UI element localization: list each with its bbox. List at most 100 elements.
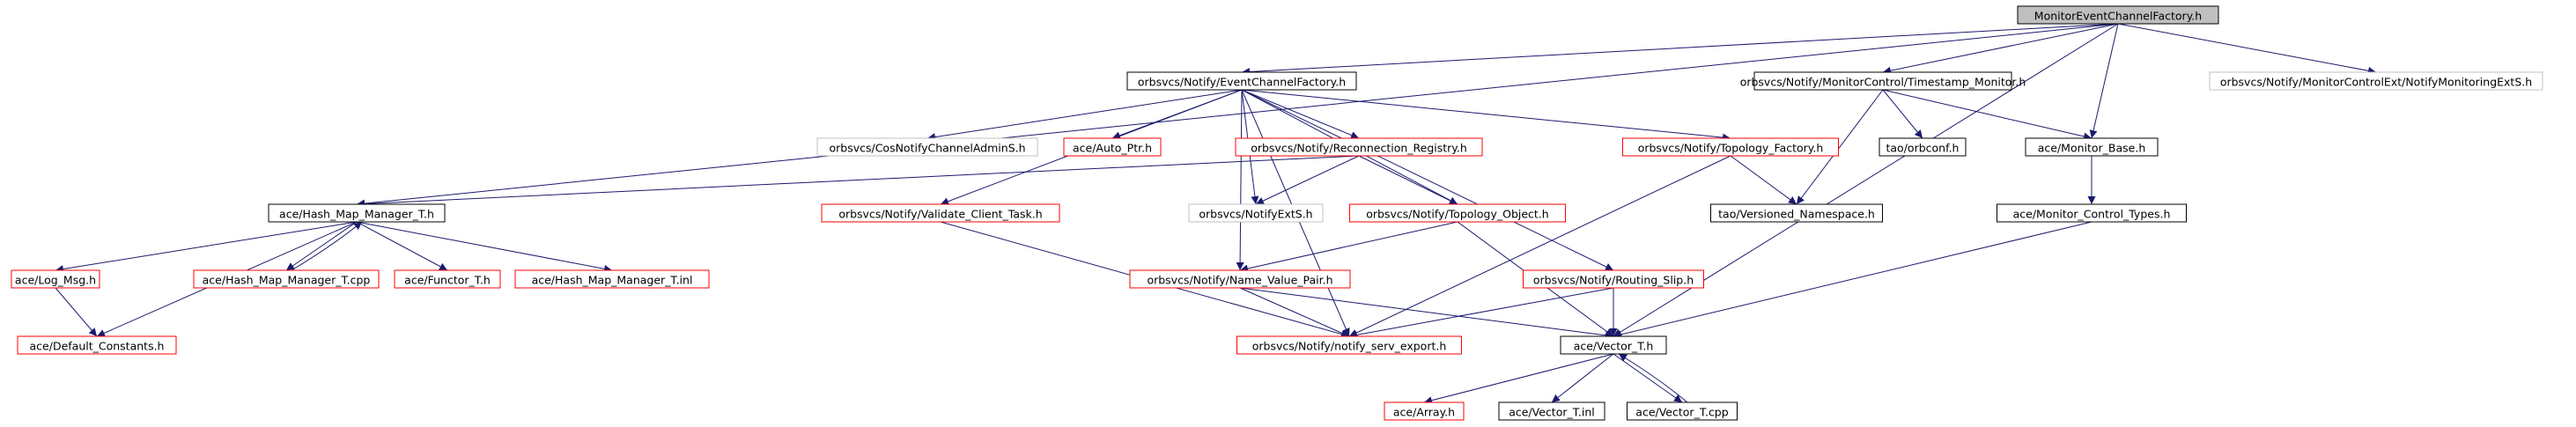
edge-root-to-extS	[2117, 23, 2377, 75]
node-cosadmin: orbsvcs/CosNotifyChannelAdminS.h	[816, 137, 1038, 157]
node-label-topoobj: orbsvcs/Notify/Topology_Object.h	[1366, 208, 1548, 221]
edge-topofac-to-servexp	[1348, 155, 1731, 337]
edge-root-to-ts	[1882, 23, 2119, 75]
node-label-array: ace/Array.h	[1393, 406, 1455, 419]
node-label-vecinl: ace/Vector_T.inl	[1509, 406, 1595, 419]
edge-hmmcpp-to-hmm	[291, 221, 363, 271]
edge-root-to-vec	[1613, 23, 2119, 337]
edge-vec-to-array	[1423, 353, 1614, 405]
edge-ecf-to-cosadmin	[926, 89, 1243, 142]
edge-root-to-ecf	[1241, 23, 2119, 76]
node-vecinl[interactable]: ace/Vector_T.inl	[1498, 401, 1605, 421]
node-ts[interactable]: orbsvcs/Notify/MonitorControl/Timestamp_…	[1740, 71, 2026, 91]
edge-ecf-to-rslip	[1241, 89, 1614, 271]
edge-logmsg-to-defconst	[55, 287, 98, 337]
node-label-topofac: orbsvcs/Notify/Topology_Factory.h	[1638, 142, 1824, 155]
node-ecf[interactable]: orbsvcs/Notify/EventChannelFactory.h	[1126, 71, 1357, 91]
node-box-vec	[1560, 335, 1667, 355]
node-label-veccpp: ace/Vector_T.cpp	[1635, 406, 1728, 419]
node-logmsg[interactable]: ace/Log_Msg.h	[11, 269, 100, 289]
edge-ecf-to-reconn	[1241, 89, 1360, 139]
node-root[interactable]: MonitorEventChannelFactory.h	[2017, 5, 2219, 25]
edge-ts-to-verns	[1796, 89, 1884, 205]
node-label-hmmcpp: ace/Hash_Map_Manager_T.cpp	[203, 274, 371, 287]
node-verns[interactable]: tao/Versioned_Namespace.h	[1710, 203, 1883, 223]
node-label-nvp: orbsvcs/Notify/Name_Value_Pair.h	[1147, 274, 1332, 287]
node-defconst[interactable]: ace/Default_Constants.h	[17, 335, 177, 355]
edge-ecf-to-nvp	[1236, 89, 1244, 271]
edge-nvp-to-vec	[1239, 287, 1614, 340]
node-box-vecinl	[1498, 401, 1605, 421]
node-box-extS	[2209, 71, 2543, 91]
node-extS: orbsvcs/Notify/MonitorControlExt/NotifyM…	[2209, 71, 2543, 91]
node-label-vec: ace/Vector_T.h	[1574, 340, 1654, 353]
edge-rslip-to-servexp	[1348, 287, 1614, 339]
node-array[interactable]: ace/Array.h	[1384, 401, 1465, 421]
node-box-topofac	[1622, 137, 1839, 157]
node-box-rslip	[1523, 269, 1704, 289]
node-topofac[interactable]: orbsvcs/Notify/Topology_Factory.h	[1622, 137, 1839, 157]
node-box-hmmcpp	[193, 269, 380, 289]
node-label-orbconf: tao/orbconf.h	[1886, 142, 1960, 155]
edge-topoobj-to-nvp	[1239, 221, 1458, 273]
edge-reconn-to-topoobj	[1358, 155, 1458, 205]
node-box-nvp	[1129, 269, 1351, 289]
node-box-reconn	[1235, 137, 1483, 157]
node-servexp[interactable]: orbsvcs/Notify/notify_serv_export.h	[1236, 335, 1462, 355]
node-label-defconst: ace/Default_Constants.h	[30, 340, 165, 353]
node-nvp[interactable]: orbsvcs/Notify/Name_Value_Pair.h	[1129, 269, 1351, 289]
node-mct[interactable]: ace/Monitor_Control_Types.h	[1997, 203, 2187, 223]
node-rslip[interactable]: orbsvcs/Notify/Routing_Slip.h	[1523, 269, 1704, 289]
node-label-vct: orbsvcs/Notify/Validate_Client_Task.h	[838, 208, 1042, 221]
node-box-vct	[821, 203, 1060, 223]
edge-topofac-to-verns	[1730, 155, 1797, 205]
node-label-extS2: orbsvcs/NotifyExtS.h	[1199, 208, 1312, 221]
node-reconn[interactable]: orbsvcs/Notify/Reconnection_Registry.h	[1235, 137, 1483, 157]
node-box-orbconf	[1878, 137, 1967, 157]
edge-mct-to-vec	[1613, 221, 2093, 339]
edge-ts-to-orbconf	[1882, 89, 1923, 139]
node-box-ecf	[1126, 71, 1357, 91]
node-label-hmm: ace/Hash_Map_Manager_T.h	[279, 208, 434, 221]
node-hmm[interactable]: ace/Hash_Map_Manager_T.h	[268, 203, 446, 223]
node-veccpp[interactable]: ace/Vector_T.cpp	[1627, 401, 1738, 421]
edge-root-to-hmm	[356, 23, 2119, 208]
node-functor[interactable]: ace/Functor_T.h	[394, 269, 501, 289]
node-autoptr[interactable]: ace/Auto_Ptr.h	[1063, 137, 1162, 157]
node-box-verns	[1710, 203, 1883, 223]
node-label-reconn: orbsvcs/Notify/Reconnection_Registry.h	[1251, 142, 1467, 155]
edge-ts-to-monbase	[1882, 89, 2093, 141]
edge-hmm-to-hmmcpp	[285, 221, 358, 271]
edge-hmm-to-functor	[356, 221, 448, 271]
edge-reconn-to-hmm	[356, 155, 1360, 209]
node-monbase[interactable]: ace/Monitor_Base.h	[2025, 137, 2159, 157]
node-label-ts: orbsvcs/Notify/MonitorControl/Timestamp_…	[1740, 76, 2026, 89]
edge-hmm-to-logmsg	[55, 221, 358, 274]
node-label-rslip: orbsvcs/Notify/Routing_Slip.h	[1533, 274, 1694, 287]
node-box-functor	[394, 269, 501, 289]
node-box-hmm	[268, 203, 446, 223]
node-extS2: orbsvcs/NotifyExtS.h	[1188, 203, 1324, 223]
node-hmmcpp[interactable]: ace/Hash_Map_Manager_T.cpp	[193, 269, 380, 289]
node-box-hmminl	[514, 269, 710, 289]
node-box-mct	[1997, 203, 2187, 223]
edge-veccpp-to-vec	[1618, 353, 1688, 403]
node-label-servexp: orbsvcs/Notify/notify_serv_export.h	[1252, 340, 1447, 353]
node-vec[interactable]: ace/Vector_T.h	[1560, 335, 1667, 355]
node-label-hmminl: ace/Hash_Map_Manager_T.inl	[532, 274, 693, 287]
node-box-root	[2017, 5, 2219, 25]
node-box-logmsg	[11, 269, 100, 289]
node-box-ts	[1753, 71, 2012, 91]
node-label-cosadmin: orbsvcs/CosNotifyChannelAdminS.h	[829, 142, 1025, 155]
edge-nvp-to-servexp	[1239, 287, 1350, 337]
node-topoobj[interactable]: orbsvcs/Notify/Topology_Object.h	[1349, 203, 1566, 223]
node-box-monbase	[2025, 137, 2159, 157]
node-label-logmsg: ace/Log_Msg.h	[15, 274, 96, 287]
edge-hmm-to-hmminl	[356, 221, 613, 273]
node-hmminl[interactable]: ace/Hash_Map_Manager_T.inl	[514, 269, 710, 289]
node-label-monbase: ace/Monitor_Base.h	[2038, 142, 2146, 155]
edge-ecf-to-topofac	[1241, 89, 1731, 142]
edge-root-to-monbase	[2089, 23, 2119, 139]
node-orbconf[interactable]: tao/orbconf.h	[1878, 137, 1967, 157]
node-vct[interactable]: orbsvcs/Notify/Validate_Client_Task.h	[821, 203, 1060, 223]
